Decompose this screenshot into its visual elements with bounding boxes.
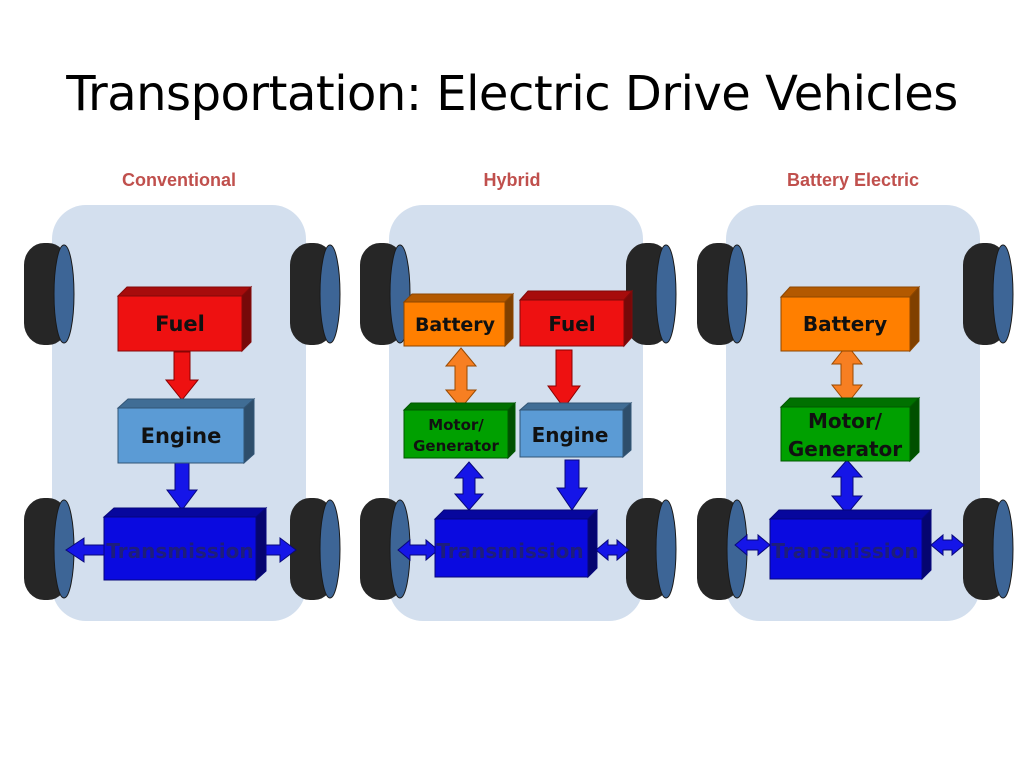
transmission-right-wheel-arrow: [930, 533, 965, 557]
motor-label-line2: Generator: [788, 437, 902, 461]
engine-label: Engine: [532, 423, 609, 447]
tire: [963, 243, 1014, 345]
vehicle-hybrid: Battery Fuel Motor/ Generator Engine: [360, 205, 677, 621]
fuel-to-engine-arrow: [547, 349, 581, 409]
engine-box: Engine: [116, 397, 256, 465]
vehicle-battery-electric: Battery Motor/ Generator Transmission: [697, 205, 1014, 621]
fuel-label: Fuel: [155, 312, 205, 336]
tire: [290, 498, 341, 600]
tire: [290, 243, 341, 345]
transmission-right-wheel-arrow: [595, 538, 630, 562]
motor-label-line1: Motor/: [808, 409, 883, 433]
engine-to-transmission-arrow: [556, 459, 588, 511]
motor-label-line2: Generator: [413, 437, 499, 455]
transmission-box: Transmission: [768, 508, 933, 581]
battery-label: Battery: [803, 312, 887, 336]
tire: [963, 498, 1014, 600]
engine-label: Engine: [141, 424, 222, 448]
column-label-conventional: Conventional: [121, 170, 236, 190]
tire: [24, 243, 75, 345]
engine-to-transmission-arrow: [166, 461, 198, 511]
motor-generator-box: Motor/ Generator: [402, 401, 517, 460]
fuel-box: Fuel: [116, 285, 253, 353]
tire: [626, 498, 677, 600]
tire: [697, 243, 748, 345]
battery-box: Battery: [779, 285, 921, 353]
engine-box: Engine: [518, 401, 633, 459]
tire: [360, 243, 411, 345]
slide-title: Transportation: Electric Drive Vehicles: [66, 66, 958, 122]
fuel-box: Fuel: [518, 289, 634, 348]
transmission-label: Transmission: [436, 539, 583, 563]
fuel-to-engine-arrow: [164, 351, 200, 401]
tire: [24, 498, 75, 600]
battery-label: Battery: [415, 314, 496, 336]
transmission-label: Transmission: [771, 539, 918, 563]
motor-generator-box: Motor/ Generator: [779, 396, 921, 463]
column-label-battery-electric: Battery Electric: [786, 170, 920, 190]
tire: [626, 243, 677, 345]
fuel-label: Fuel: [548, 312, 595, 336]
tire: [697, 498, 748, 600]
column-label-hybrid: Hybrid: [483, 170, 541, 190]
motor-label-line1: Motor/: [428, 416, 484, 434]
battery-box: Battery: [402, 292, 515, 348]
transmission-box: Transmission: [433, 508, 599, 579]
transmission-label: Transmission: [106, 539, 253, 563]
tire: [360, 498, 411, 600]
vehicle-conventional: Fuel Engine Transmission: [24, 205, 341, 621]
transmission-box: Transmission: [102, 506, 268, 582]
